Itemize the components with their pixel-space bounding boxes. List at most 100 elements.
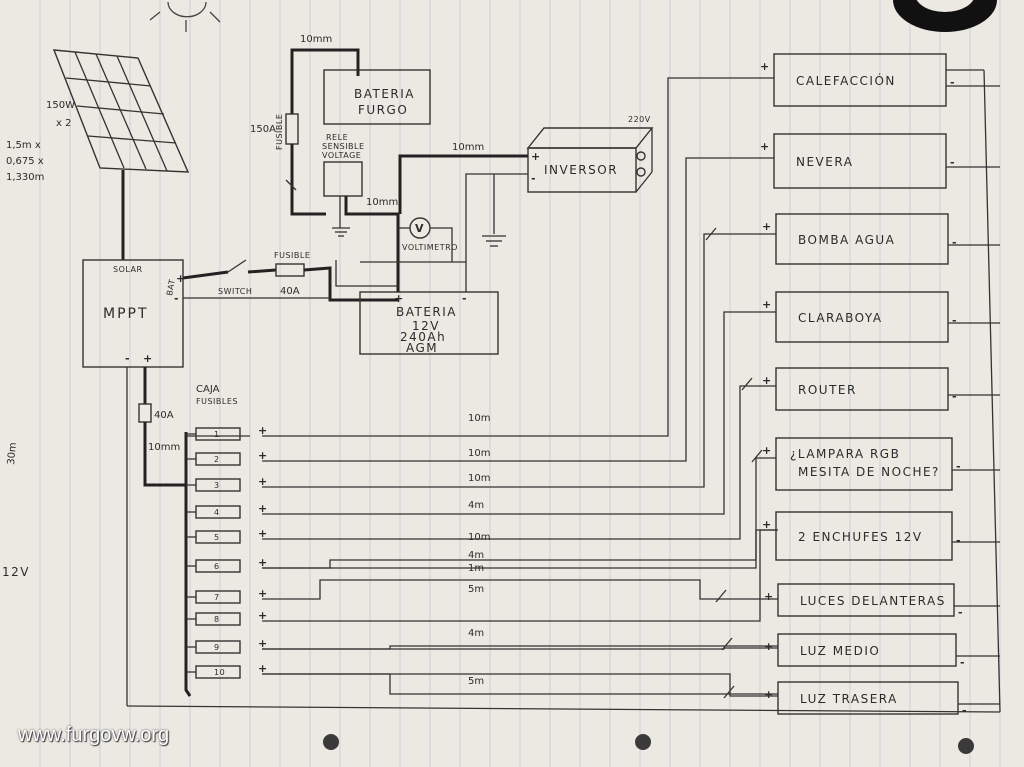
load-wires xyxy=(262,77,778,699)
load-label: CALEFACCIÓN xyxy=(796,73,896,88)
load-wire xyxy=(262,457,776,569)
sun-icon xyxy=(149,1,221,32)
fuse-slot-number: 9 xyxy=(214,643,220,652)
cable-length-label: 5m xyxy=(468,676,484,687)
fuse-plus: + xyxy=(258,662,267,675)
svg-text:+: + xyxy=(394,292,403,305)
load-5: ¿LAMPARA RGB MESITA DE NOCHE? + - xyxy=(762,437,1000,491)
fuse-slots: 1+2+3+4+5+6+7+8+9+10+ xyxy=(186,424,267,679)
svg-text:12V: 12V xyxy=(412,319,440,333)
svg-text:150A: 150A xyxy=(250,124,276,135)
load-plus: + xyxy=(762,220,771,233)
inverter-cable: 10mm xyxy=(452,142,484,153)
fuse-plus: + xyxy=(258,475,267,488)
cable-length-label: 4m xyxy=(468,500,484,511)
load-plus: + xyxy=(760,140,769,153)
load-0: CALEFACCIÓN+- xyxy=(760,53,1000,107)
fuse-slot-number: 6 xyxy=(214,562,220,571)
fuse-plus: + xyxy=(258,424,267,437)
fuse-plus: + xyxy=(258,556,267,569)
load-plus: + xyxy=(762,518,771,531)
load-plus: + xyxy=(762,444,771,457)
loads: CALEFACCIÓN+-NEVERA+-BOMBA AGUA+-CLARABO… xyxy=(760,53,1001,717)
load-label-2: MESITA DE NOCHE? xyxy=(798,465,940,479)
fuse-slot-number: 3 xyxy=(214,481,220,490)
solar-panel xyxy=(52,49,190,260)
svg-text:AGM: AGM xyxy=(406,341,438,355)
svg-text:+: + xyxy=(143,352,152,365)
load-label: CLARABOYA xyxy=(798,311,883,325)
load-6: 2 ENCHUFES 12V + - xyxy=(762,511,1000,561)
cable-length-label: 10m xyxy=(468,448,490,459)
fuse-150a: 150A FUSIBLE xyxy=(250,114,284,150)
load-label: ROUTER xyxy=(798,383,857,397)
load-minus: - xyxy=(956,460,961,473)
fuse-slot-number: 10 xyxy=(214,668,225,677)
load-3: CLARABOYA + - xyxy=(762,291,1000,343)
fuse-slot-number: 5 xyxy=(214,533,220,542)
fuse-plus: + xyxy=(258,637,267,650)
load-minus: - xyxy=(960,656,965,669)
load-label: BOMBA AGUA xyxy=(798,233,895,247)
fuse-slot-number: 7 xyxy=(214,593,220,602)
svg-text:+: + xyxy=(176,272,185,285)
svg-text:1,330m: 1,330m xyxy=(6,172,44,183)
solar-panel-spec: 150W x 2 1,5m x 0,675 x 1,330m xyxy=(6,100,75,183)
load-label: ¿LAMPARA RGB xyxy=(790,447,900,461)
svg-text:BATERIA: BATERIA xyxy=(354,87,415,101)
relay-cable: 10mm xyxy=(366,197,398,208)
cable-length-label: 10m xyxy=(468,413,490,424)
svg-text:240Ah: 240Ah xyxy=(400,330,446,344)
load-8: LUZ MEDIO+- xyxy=(764,633,1000,669)
load-2: BOMBA AGUA+- xyxy=(762,213,1000,265)
svg-text:0,675 x: 0,675 x xyxy=(6,156,44,167)
fuse-plus: + xyxy=(258,587,267,600)
load-minus: - xyxy=(956,534,961,547)
load-plus: + xyxy=(762,298,771,311)
switch-label: SWITCH xyxy=(218,287,252,296)
voltmeter-symbol: V xyxy=(415,222,424,235)
fuse-slot-number: 4 xyxy=(214,508,220,517)
svg-text:-: - xyxy=(174,292,179,305)
svg-text:FURGO: FURGO xyxy=(358,103,408,117)
load-wire xyxy=(262,385,776,540)
cable-length-label: 10m xyxy=(468,473,490,484)
svg-text:x 2: x 2 xyxy=(56,118,71,129)
fuse-40a-label: FUSIBLE xyxy=(274,251,310,260)
cable-length-label: 4m xyxy=(468,628,484,639)
binder-hole xyxy=(323,734,339,750)
load-label: LUZ MEDIO xyxy=(800,644,880,658)
watermark: www.furgovw.org xyxy=(18,724,170,746)
load-wire xyxy=(262,157,774,462)
load-plus: + xyxy=(762,374,771,387)
voltmeter-label: VOLTIMETRO xyxy=(402,243,458,252)
svg-text:-: - xyxy=(462,292,467,305)
load-minus: - xyxy=(950,76,955,89)
margin-note-12v: 12V xyxy=(2,565,30,579)
load-4: ROUTER + - xyxy=(762,367,1000,411)
load-minus: - xyxy=(952,314,957,327)
mppt-fusebox-link: 40A 10mm xyxy=(126,367,1001,713)
svg-text:150W: 150W xyxy=(46,100,75,111)
mppt-controller: MPPT SOLAR BAT + - - + xyxy=(82,259,185,368)
inverter-voltage: 220V xyxy=(628,115,651,124)
cable-length-label: 5m xyxy=(468,584,484,595)
svg-text:1,5m x: 1,5m x xyxy=(6,140,41,151)
load-7: LUCES DELANTERAS+- xyxy=(764,583,1000,619)
svg-text:CAJA: CAJA xyxy=(196,384,220,395)
mppt-bat-label: BAT xyxy=(165,278,177,296)
battery-main: + - BATERIA 12V 240Ah AGM xyxy=(359,291,499,355)
load-label: LUZ TRASERA xyxy=(800,692,898,706)
mppt-solar-label: SOLAR xyxy=(113,265,143,274)
load-label: 2 ENCHUFES 12V xyxy=(798,530,923,544)
cable-length-label: 1m xyxy=(468,563,484,574)
svg-text:RELE: RELE xyxy=(326,133,348,142)
svg-text:FUSIBLES: FUSIBLES xyxy=(196,397,238,406)
svg-text:-: - xyxy=(531,172,536,185)
fuse-slot-number: 8 xyxy=(214,615,220,624)
mppt-title: MPPT xyxy=(103,306,149,322)
fuse-slot-number: 2 xyxy=(214,455,220,464)
load-minus: - xyxy=(952,390,957,403)
fuse-40a-low-cable: 10mm xyxy=(148,442,180,453)
